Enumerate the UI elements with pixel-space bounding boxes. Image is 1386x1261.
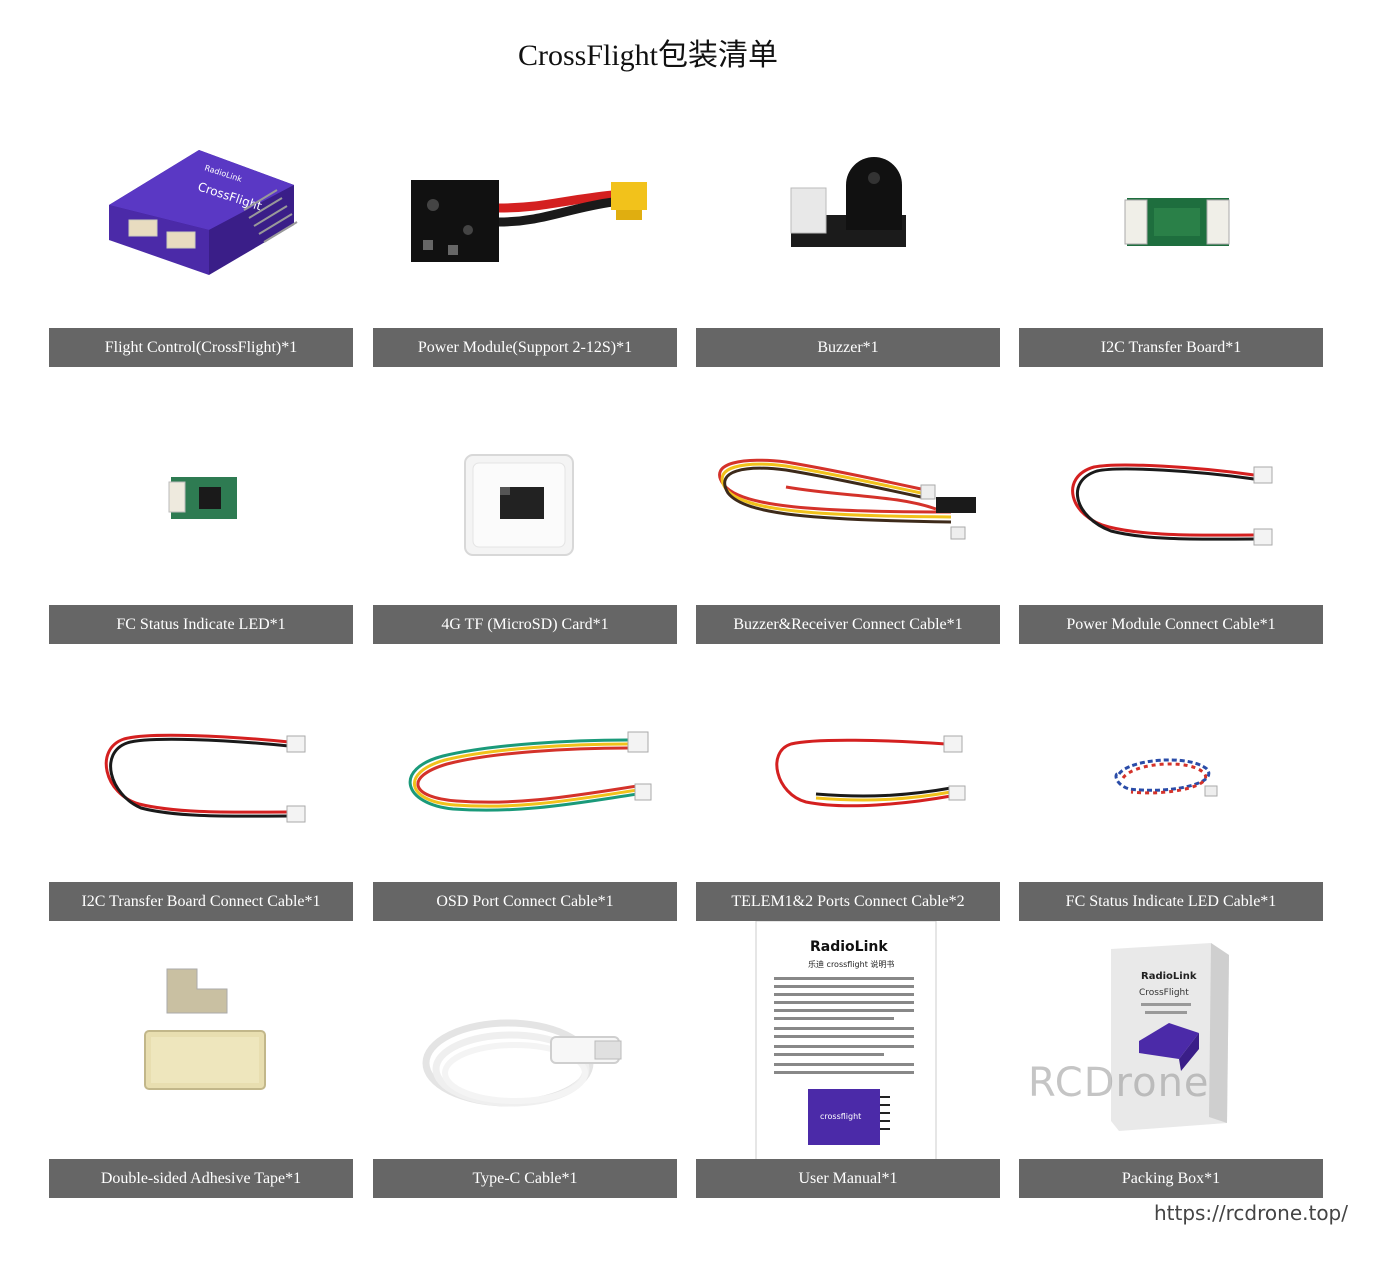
manual-fc-print: crossflight bbox=[820, 1112, 861, 1121]
item-label: Flight Control(CrossFlight)*1 bbox=[49, 328, 353, 367]
watermark-text: RCDrone bbox=[1028, 1060, 1210, 1106]
item-label: Packing Box*1 bbox=[1019, 1159, 1323, 1198]
item-label: Type-C Cable*1 bbox=[373, 1159, 677, 1198]
power-module-image bbox=[411, 180, 647, 262]
item-buzzer-receiver-cable: Buzzer&Receiver Connect Cable*1 bbox=[696, 367, 1000, 644]
item-label: Buzzer*1 bbox=[696, 328, 1000, 367]
item-label: 4G TF (MicroSD) Card*1 bbox=[373, 605, 677, 644]
type-c-cable-image bbox=[422, 1019, 622, 1107]
item-power-module: Power Module(Support 2-12S)*1 bbox=[373, 90, 677, 367]
buzzer-receiver-cable-image bbox=[718, 458, 976, 540]
item-led-cable: FC Status Indicate LED Cable*1 bbox=[1019, 644, 1323, 921]
item-tf-card: 4G TF (MicroSD) Card*1 bbox=[373, 367, 677, 644]
page-title: CrossFlight包装清单 bbox=[517, 39, 779, 72]
buzzer-image bbox=[790, 157, 906, 247]
box-brand-print: RadioLink bbox=[1141, 971, 1197, 982]
led-cable-image bbox=[1114, 758, 1218, 797]
status-led-image bbox=[168, 477, 237, 519]
item-power-module-cable: Power Module Connect Cable*1 bbox=[1019, 367, 1323, 644]
item-flight-control: CrossFlight RadioLink Flight Control(Cro… bbox=[49, 90, 353, 367]
manual-heading-print: 乐迪 crossflight 说明书 bbox=[808, 959, 894, 969]
power-module-cable-image bbox=[1071, 463, 1273, 546]
item-label: I2C Transfer Board*1 bbox=[1019, 328, 1323, 367]
packing-row-4: Double-sided Adhesive Tape*1 Type-C Cabl… bbox=[49, 921, 1323, 1198]
item-label: Buzzer&Receiver Connect Cable*1 bbox=[696, 605, 1000, 644]
tf-card-image bbox=[464, 454, 574, 556]
item-telem-cable: TELEM1&2 Ports Connect Cable*2 bbox=[696, 644, 1000, 921]
source-url: https://rcdrone.top/ bbox=[1153, 1201, 1348, 1225]
item-i2c-board: I2C Transfer Board*1 bbox=[1019, 90, 1323, 367]
item-label: Power Module(Support 2-12S)*1 bbox=[373, 328, 677, 367]
adhesive-tape-image bbox=[144, 968, 266, 1090]
telem-cable-image bbox=[775, 735, 966, 808]
item-adhesive-tape: Double-sided Adhesive Tape*1 bbox=[49, 921, 353, 1198]
item-status-led: FC Status Indicate LED*1 bbox=[49, 367, 353, 644]
i2c-board-image bbox=[1124, 198, 1230, 246]
item-label: Power Module Connect Cable*1 bbox=[1019, 605, 1323, 644]
item-user-manual: RadioLink 乐迪 crossflight 说明书 crossflight bbox=[696, 921, 1000, 1198]
item-label: I2C Transfer Board Connect Cable*1 bbox=[49, 882, 353, 921]
item-label: User Manual*1 bbox=[696, 1159, 1000, 1198]
item-packing-box: RadioLink CrossFlight Packing Box*1 bbox=[1019, 921, 1323, 1198]
user-manual-image: RadioLink 乐迪 crossflight 说明书 crossflight bbox=[755, 921, 937, 1160]
item-i2c-cable: I2C Transfer Board Connect Cable*1 bbox=[49, 644, 353, 921]
item-label: OSD Port Connect Cable*1 bbox=[373, 882, 677, 921]
manual-brand-print: RadioLink bbox=[810, 939, 888, 955]
packing-box-image: RadioLink CrossFlight bbox=[1111, 943, 1229, 1131]
i2c-cable-image bbox=[104, 733, 306, 823]
item-label: TELEM1&2 Ports Connect Cable*2 bbox=[696, 882, 1000, 921]
box-name-print: CrossFlight bbox=[1139, 988, 1189, 998]
item-buzzer: Buzzer*1 bbox=[696, 90, 1000, 367]
item-label: Double-sided Adhesive Tape*1 bbox=[49, 1159, 353, 1198]
item-label: FC Status Indicate LED Cable*1 bbox=[1019, 882, 1323, 921]
packing-row-3: I2C Transfer Board Connect Cable*1 OSD P… bbox=[49, 644, 1323, 921]
item-label: FC Status Indicate LED*1 bbox=[49, 605, 353, 644]
item-type-c-cable: Type-C Cable*1 bbox=[373, 921, 677, 1198]
packing-row-1: CrossFlight RadioLink Flight Control(Cro… bbox=[49, 90, 1323, 367]
packing-row-2: FC Status Indicate LED*1 4G TF (MicroSD)… bbox=[49, 367, 1323, 644]
item-osd-cable: OSD Port Connect Cable*1 bbox=[373, 644, 677, 921]
flight-control-image: CrossFlight RadioLink bbox=[109, 150, 298, 275]
osd-cable-image bbox=[408, 731, 652, 812]
